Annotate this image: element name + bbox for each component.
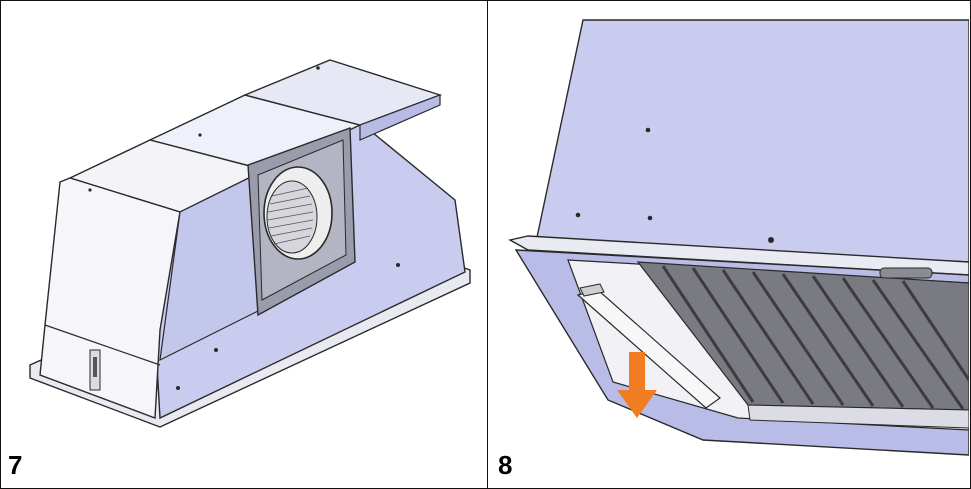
step-8-panel: 8: [488, 0, 969, 487]
down-arrow-icon: [617, 352, 657, 418]
hood-motor-unit-illustration: [29, 59, 471, 428]
step-7-panel: 7: [0, 0, 487, 487]
step-number: 7: [8, 450, 23, 480]
step-number: 8: [498, 450, 513, 480]
hood-filter-removal-illustration: [508, 19, 969, 456]
panel-divider: [487, 0, 488, 489]
